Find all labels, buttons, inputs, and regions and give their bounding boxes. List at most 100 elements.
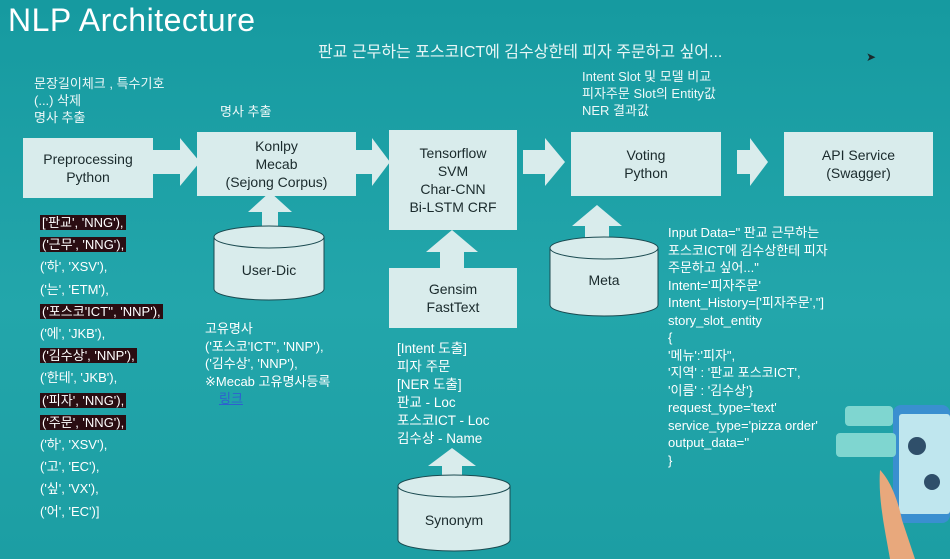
preprocess-note: 문장길이체크 , 특수기호 (...) 삭제 명사 추출 (34, 75, 164, 126)
phone-chatbot-icon (836, 405, 950, 559)
box-line: Mecab (255, 156, 298, 172)
proper-noun-block: 고유명사 ('포스코'ICT'', 'NNP'), ('김수상', 'NNP')… (205, 320, 330, 408)
token-item: ('싶', 'VX'), (40, 478, 163, 500)
box-line: Konlpy (255, 138, 298, 154)
synonym-cylinder-icon (397, 486, 511, 552)
arrow-meta-up (572, 205, 622, 240)
token-text: ['판교', 'NNG'), (40, 215, 126, 230)
info-line: service_type='pizza order' (668, 417, 818, 433)
input-data-block: Input Data=" 판교 근무하는 포스코ICT에 김수상한테 피자 주문… (668, 224, 828, 469)
token-text: ('한테', 'JKB'), (40, 370, 118, 386)
ner-result-block: [Intent 도출] 피자 주문 [NER 도출] 판교 - Loc 포스코I… (397, 340, 490, 448)
preprocess-note-line: 명사 추출 (34, 110, 86, 125)
token-text: ('어', 'EC')] (40, 503, 100, 519)
arrow-preprocess-to-konlpy (152, 138, 200, 186)
token-text: ('피자', 'NNG'), (40, 392, 127, 408)
intent-note: Intent Slot 및 모델 비교 피자주문 Slot의 Entity값 N… (582, 68, 716, 119)
tensorflow-box: Tensorflow SVM Char-CNN Bi-LSTM CRF (389, 130, 517, 230)
info-line: Intent='피자주문' (668, 277, 761, 293)
token-item: ('는', 'ETM'), (40, 279, 163, 301)
konlpy-box: Konlpy Mecab (Sejong Corpus) (197, 132, 356, 196)
intent-note-line: 피자주문 Slot의 Entity값 (582, 86, 716, 101)
token-item: ('에', 'JKB'), (40, 323, 163, 345)
arrow-gensim-up (426, 230, 478, 268)
token-text: ('하', 'XSV'), (40, 437, 108, 453)
token-list: ['판교', 'NNG'), ('근무', 'NNG'), ('하', 'XSV… (40, 212, 163, 523)
token-item: ('근무', 'NNG'), (40, 234, 163, 256)
page-title: NLP Architecture (8, 2, 256, 38)
box-line: (Sejong Corpus) (225, 174, 328, 190)
box-line: Python (66, 169, 110, 185)
token-item: ('한테', 'JKB'), (40, 367, 163, 389)
intent-note-line: NER 결과값 (582, 103, 649, 118)
info-line: story_slot_entity (668, 312, 762, 328)
meta-label: Meta (588, 272, 620, 288)
token-text: ('포스코'ICT'', 'NNP'), (40, 303, 163, 319)
token-item: ('어', 'EC')] (40, 501, 163, 523)
box-line: Tensorflow (419, 145, 487, 161)
synonym-cylinder-top (397, 474, 511, 498)
box-line: Preprocessing (43, 151, 133, 167)
arrow-synonym-up (428, 448, 476, 475)
token-text: ('주문', 'NNG'), (40, 414, 127, 430)
box-line: SVM (437, 163, 469, 179)
userdic-cylinder-icon (213, 237, 325, 301)
box-line: (Swagger) (826, 165, 891, 181)
synonym-label: Synonym (424, 512, 484, 528)
arrow-tensorflow-to-voting (523, 138, 565, 186)
ner-line: [NER 도출] (397, 377, 462, 392)
info-line: 포스코ICT에 김수상한테 피자 (668, 242, 828, 258)
info-line: '메뉴':'피자", (668, 347, 736, 363)
userdic-label: User-Dic (241, 262, 297, 278)
intent-note-line: Intent Slot 및 모델 비교 (582, 69, 712, 84)
proper-noun-line: 고유명사 (205, 321, 253, 336)
token-item: ('고', 'EC'), (40, 456, 163, 478)
token-item: ['판교', 'NNG'), (40, 212, 163, 234)
token-item: ('하', 'XSV'), (40, 256, 163, 278)
ner-line: 피자 주문 (397, 359, 451, 374)
userdic-cylinder-top (213, 225, 325, 249)
info-line: { (668, 330, 673, 345)
box-line: FastText (426, 299, 480, 315)
token-item: ('하', 'XSV'), (40, 434, 163, 456)
proper-noun-line: ('김수상', 'NNP'), (205, 356, 298, 371)
box-line: Python (624, 165, 668, 181)
box-line: Bi-LSTM CRF (409, 199, 497, 215)
preprocessing-box: Preprocessing Python (23, 138, 153, 198)
ner-line: 포스코ICT - Loc (397, 413, 490, 428)
token-text: ('에', 'JKB'), (40, 326, 106, 342)
box-line: API Service (821, 147, 896, 163)
proper-noun-line: ('포스코'ICT'', 'NNP'), (205, 338, 324, 354)
info-line: request_type='text' (668, 400, 777, 415)
token-text: ('근무', 'NNG'), (40, 237, 127, 253)
arrow-konlpy-to-tensorflow (355, 138, 390, 186)
arrow-userdic-up (248, 192, 292, 228)
token-item: ('주문', 'NNG'), (40, 412, 163, 434)
info-line: } (668, 452, 673, 468)
voting-box: Voting Python (571, 132, 721, 196)
info-line: output_data='' (668, 435, 750, 450)
ner-line: [Intent 도출] (397, 341, 467, 356)
mecab-link[interactable]: 링크 (219, 391, 243, 406)
token-text: ('김수상', 'NNP'), (40, 348, 137, 364)
token-item: ('포스코'ICT'', 'NNP'), (40, 301, 163, 323)
token-text: ('하', 'XSV'), (40, 259, 108, 275)
preprocess-note-line: 문장길이체크 , 특수기호 (34, 76, 165, 91)
ner-line: 판교 - Loc (397, 395, 456, 410)
box-line: Char-CNN (420, 181, 486, 197)
token-text: ('는', 'ETM'), (40, 281, 109, 297)
arrow-voting-to-api (737, 138, 768, 186)
info-line: Intent_History=['피자주문',"] (668, 295, 825, 310)
box-line: Gensim (428, 281, 478, 297)
mouse-cursor-icon: ➤ (866, 50, 877, 64)
ner-line: 김수상 - Name (397, 431, 483, 446)
token-item: ('피자', 'NNG'), (40, 390, 163, 412)
example-sentence: 판교 근무하는 포스코ICT에 김수상한테 피자 주문하고 싶어... (318, 44, 723, 61)
info-line: 주문하고 싶어..." (668, 260, 759, 275)
info-line: '이름' : '김수상'} (668, 382, 753, 398)
token-text: ('싶', 'VX'), (40, 481, 99, 497)
info-line: Input Data=" 판교 근무하는 (668, 225, 820, 240)
meta-cylinder-top (549, 236, 659, 260)
token-item: ('김수상', 'NNP'), (40, 345, 163, 367)
